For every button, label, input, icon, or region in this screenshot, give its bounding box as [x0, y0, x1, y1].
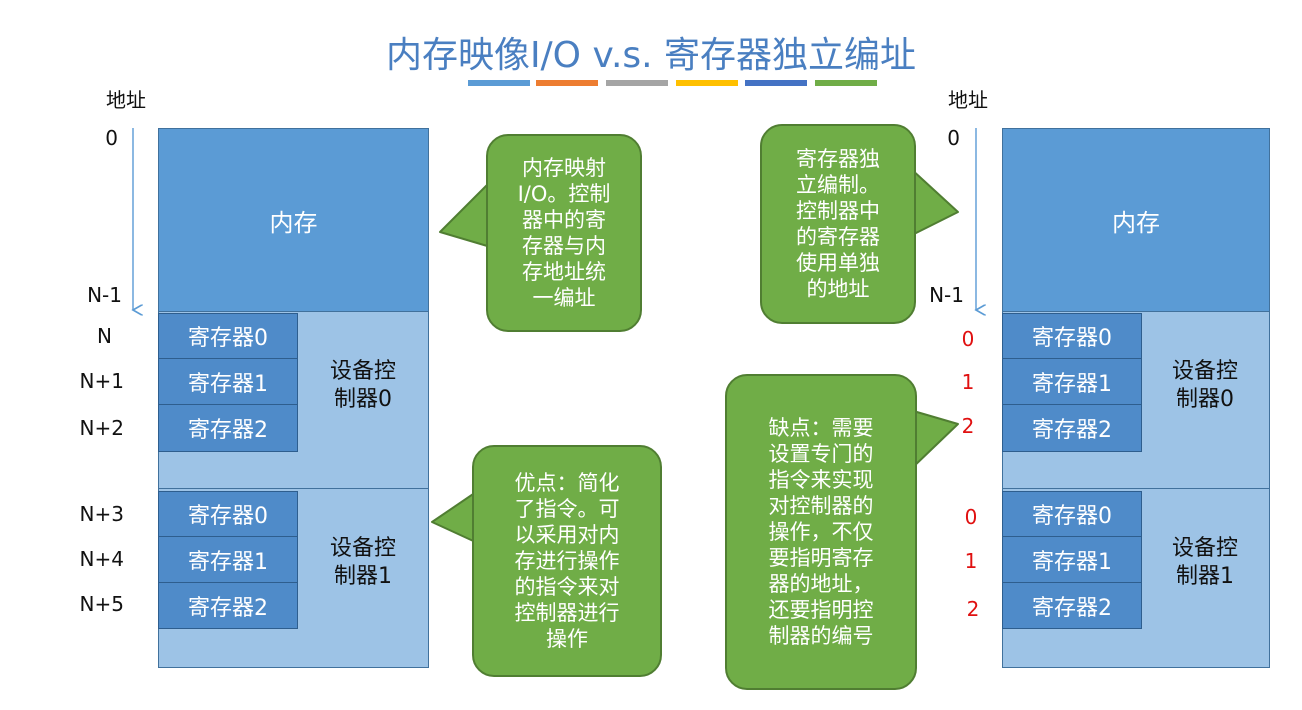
left-address-n-1: N-1 — [87, 283, 122, 307]
page-title: 内存映像I/O v.s. 寄存器独立编址 — [385, 35, 917, 76]
left-c1-register-2: 寄存器2 — [158, 582, 298, 629]
title-bar-segment — [676, 80, 738, 86]
right-controller-1-label: 设备控 制器1 — [1171, 536, 1238, 589]
right-memory-block: 内存 — [1002, 128, 1270, 312]
title-bar-segment — [468, 80, 530, 86]
right-c0-register-2: 寄存器2 — [1002, 404, 1142, 452]
right-c0-register-1: 寄存器1 — [1002, 358, 1142, 405]
right-address-header: 地址 — [948, 88, 988, 112]
title-bar-segment — [815, 80, 877, 86]
left-address-0: 0 — [105, 126, 118, 150]
right-address-0: 0 — [947, 126, 960, 150]
left-controller-0-label: 设备控 制器0 — [329, 359, 396, 412]
independent-callout-tail — [909, 167, 959, 237]
right-c0-register-0: 寄存器0 — [1002, 313, 1142, 359]
right-register-address: 0 — [961, 327, 975, 351]
right-register-address: 1 — [964, 549, 978, 573]
mmio-callout: 内存映射 I/O。控制 器中的寄 存器与内 存地址统 一编址 — [486, 134, 642, 332]
left-memory-label: 内存 — [269, 208, 318, 237]
title-bar-segment — [606, 80, 668, 86]
right-register-address: 1 — [961, 370, 975, 394]
left-address-n: N — [97, 324, 112, 348]
right-controller-0-label: 设备控 制器0 — [1171, 359, 1238, 412]
right-c1-register-0: 寄存器0 — [1002, 491, 1142, 537]
left-address-n+3: N+3 — [79, 502, 124, 526]
left-controller-1-label: 设备控 制器1 — [329, 536, 396, 589]
left-address-n+4: N+4 — [79, 547, 124, 571]
left-c0-register-2: 寄存器2 — [158, 404, 298, 452]
left-address-header: 地址 — [106, 88, 146, 112]
title-bar-segment — [745, 80, 807, 86]
left-c1-register-1: 寄存器1 — [158, 536, 298, 583]
right-memory-label: 内存 — [1112, 208, 1160, 237]
right-register-address: 0 — [964, 505, 978, 529]
advantage-callout: 优点：简化 了指令。可 以采用对内 存进行操作 的指令来对 控制器进行 操作 — [472, 445, 662, 677]
left-address-n+2: N+2 — [79, 416, 124, 440]
left-memory-block: 内存 — [158, 128, 429, 312]
disadvantage-callout: 缺点：需要 设置专门的 指令来实现 对控制器的 操作，不仅 要指明寄存 器的地址… — [725, 374, 917, 690]
left-address-n+5: N+5 — [79, 592, 124, 616]
right-address-n-1: N-1 — [929, 283, 964, 307]
right-c1-register-2: 寄存器2 — [1002, 582, 1142, 629]
right-register-address: 2 — [961, 414, 975, 438]
right-register-address: 2 — [966, 597, 980, 621]
disadvantage-callout-tail — [909, 409, 959, 471]
left-address-n+1: N+1 — [79, 369, 124, 393]
title-bar-segment — [536, 80, 598, 86]
independent-callout: 寄存器独 立编制。 控制器中 的寄存器 使用单独 的地址 — [760, 124, 916, 324]
